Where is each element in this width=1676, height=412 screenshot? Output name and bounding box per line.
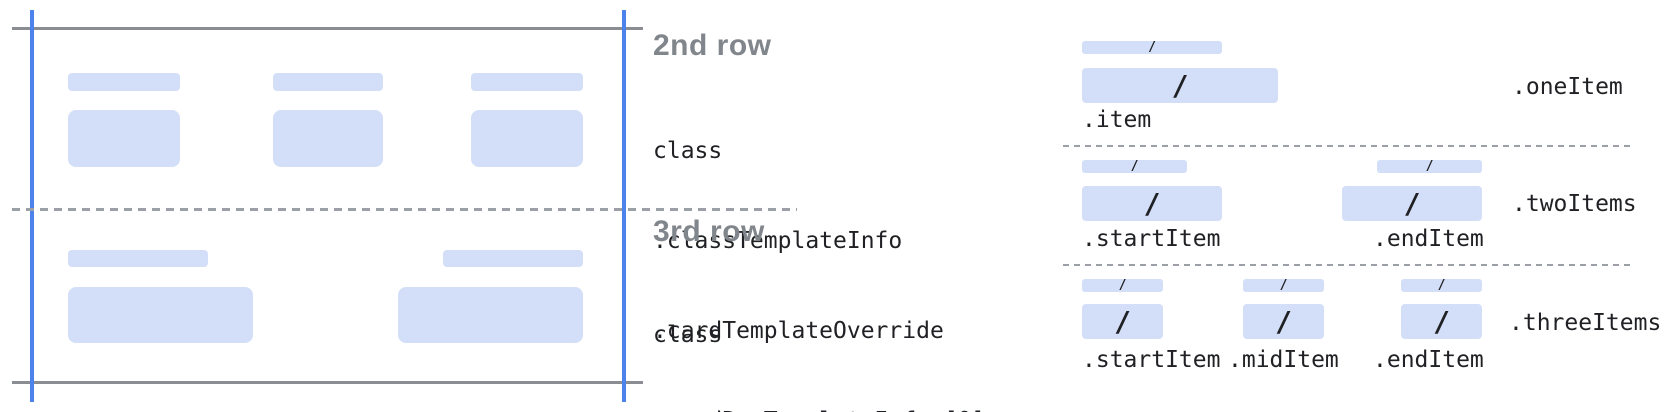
class-path-block: class .classTemplateInfo .cardTemplateOv… bbox=[653, 260, 985, 412]
item-value-bar: / bbox=[1401, 304, 1482, 339]
field-value-placeholder bbox=[398, 287, 583, 343]
row-heading: 2nd row bbox=[653, 29, 772, 62]
field-value-placeholder bbox=[471, 110, 583, 167]
item-path-label: .midItem bbox=[1228, 347, 1339, 373]
item-value-bar: / bbox=[1082, 68, 1278, 103]
field-label-placeholder bbox=[68, 250, 208, 267]
code-line: .cardRowTemplateInfos[0] bbox=[653, 406, 985, 412]
item-path-label: .item bbox=[1082, 107, 1152, 133]
field-label-placeholder bbox=[471, 73, 583, 91]
field-label-placeholder bbox=[68, 73, 180, 91]
layout-divider-dashed-line bbox=[1063, 264, 1630, 266]
card-right-edge-line bbox=[622, 10, 626, 402]
layout-name-label: .twoItems bbox=[1512, 191, 1637, 217]
layout-divider-dashed-line bbox=[1063, 145, 1630, 147]
field-value-placeholder bbox=[68, 110, 180, 167]
slash-separator: / bbox=[1437, 278, 1446, 293]
item-value-bar: / bbox=[1082, 304, 1163, 339]
item-label-bar: / bbox=[1243, 278, 1324, 293]
item-path-label: .endItem bbox=[1373, 226, 1484, 252]
item-label-bar: / bbox=[1082, 159, 1187, 174]
slash-separator: / bbox=[1171, 69, 1189, 102]
slash-separator: / bbox=[1425, 159, 1434, 174]
item-label-bar: / bbox=[1401, 278, 1482, 293]
item-value-bar: / bbox=[1082, 186, 1222, 221]
layout-name-label: .oneItem bbox=[1512, 74, 1623, 100]
item-label-bar: / bbox=[1082, 40, 1222, 55]
row-heading: 3rd row bbox=[653, 215, 765, 248]
code-line: .cardTemplateOverride bbox=[653, 318, 944, 344]
item-value-bar: / bbox=[1243, 304, 1324, 339]
slash-separator: / bbox=[1433, 305, 1450, 338]
field-label-placeholder bbox=[273, 73, 383, 91]
slash-separator: / bbox=[1403, 187, 1421, 220]
item-path-label: .startItem bbox=[1082, 226, 1221, 252]
item-path-label: .startItem bbox=[1082, 347, 1221, 373]
slash-separator: / bbox=[1118, 278, 1127, 293]
slash-separator: / bbox=[1275, 305, 1292, 338]
slash-separator: / bbox=[1130, 159, 1139, 174]
slash-separator: / bbox=[1148, 40, 1156, 55]
item-value-bar: / bbox=[1342, 186, 1482, 221]
slash-separator: / bbox=[1279, 278, 1288, 293]
item-path-label: .endItem bbox=[1373, 347, 1484, 373]
row-divider-dashed-line bbox=[12, 208, 797, 211]
card-top-border bbox=[12, 27, 643, 30]
code-line: class bbox=[653, 138, 723, 164]
field-value-placeholder bbox=[273, 110, 383, 167]
item-label-bar: / bbox=[1082, 278, 1163, 293]
field-value-placeholder bbox=[68, 287, 253, 343]
slash-separator: / bbox=[1143, 187, 1161, 220]
class-path-block: class .classTemplateInfo .cardTemplateOv… bbox=[653, 76, 985, 412]
card-left-edge-line bbox=[30, 10, 34, 402]
code-line: class bbox=[653, 322, 723, 348]
item-label-bar: / bbox=[1377, 159, 1482, 174]
card-bottom-border bbox=[12, 381, 643, 384]
layout-name-label: .threeItems bbox=[1509, 310, 1662, 336]
code-line: .classTemplateInfo bbox=[653, 228, 903, 254]
field-label-placeholder bbox=[443, 250, 583, 267]
slash-separator: / bbox=[1114, 305, 1131, 338]
